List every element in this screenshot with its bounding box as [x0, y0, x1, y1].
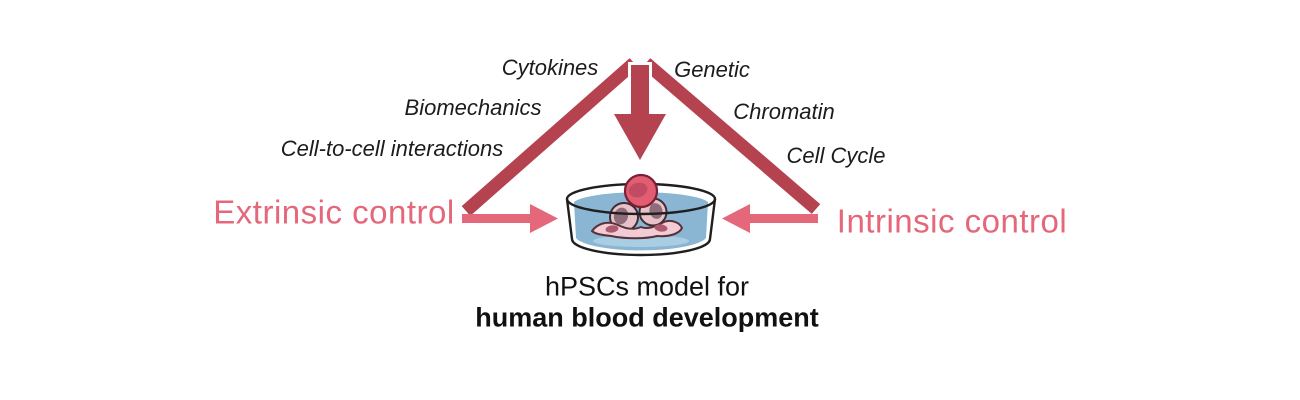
round-cell-top — [623, 173, 659, 209]
extrinsic-control-label: Extrinsic control — [213, 193, 455, 231]
caption-line1: hPSCs model for — [544, 271, 750, 302]
spread-cell — [591, 219, 683, 240]
factor-label-biomechanics: Biomechanics — [404, 95, 542, 120]
factor-label-cell-to-cell-interactions: Cell-to-cell interactions — [280, 136, 504, 161]
factor-label-cell-cycle: Cell Cycle — [786, 143, 886, 168]
intrinsic-horizontal-arrow — [722, 204, 818, 233]
center-down-arrow — [608, 62, 672, 167]
factor-label-chromatin: Chromatin — [733, 99, 835, 124]
caption-line2: human blood development — [475, 302, 819, 333]
factor-label-genetic: Genetic — [674, 57, 750, 82]
intrinsic-control-label: Intrinsic control — [836, 202, 1068, 240]
extrinsic-diagonal-arrow — [461, 58, 639, 216]
extrinsic-horizontal-arrow — [462, 204, 558, 233]
factor-label-cytokines: Cytokines — [501, 55, 599, 80]
intrinsic-diagonal-arrow — [641, 58, 821, 214]
petri-dish — [565, 173, 717, 257]
